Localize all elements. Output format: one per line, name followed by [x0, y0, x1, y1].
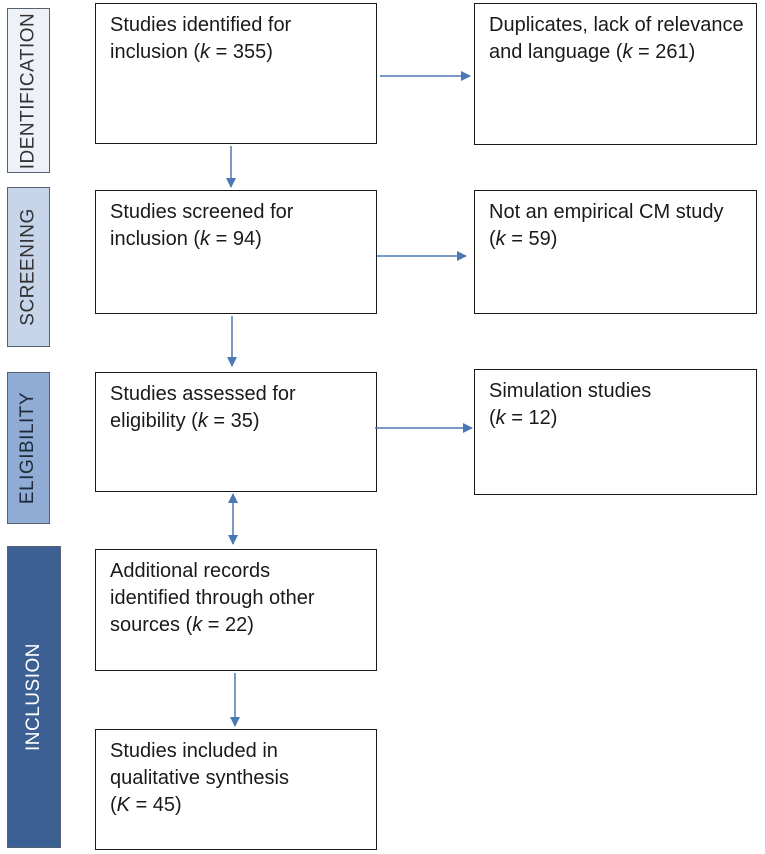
phase-identification: IDENTIFICATION — [7, 8, 50, 173]
box-line: identified through other — [110, 587, 315, 609]
box-simulation-excluded: Simulation studies (k = 12) — [474, 369, 757, 495]
box-line: (k = 12) — [489, 407, 558, 429]
phase-eligibility-label: ELIGIBILITY — [17, 391, 39, 505]
box-line: Simulation studies — [489, 380, 652, 402]
box-studies-included: Studies included in qualitative synthesi… — [95, 729, 377, 850]
box-line: inclusion (k = 355) — [110, 41, 273, 63]
box-line: Duplicates, lack of relevance — [489, 14, 744, 36]
phase-inclusion-label: INCLUSION — [23, 643, 44, 751]
box-studies-identified: Studies identified for inclusion (k = 35… — [95, 3, 377, 144]
box-line: (k = 59) — [489, 228, 558, 250]
box-line: Not an empirical CM study — [489, 201, 724, 223]
phase-eligibility: ELIGIBILITY — [7, 372, 50, 524]
box-line: Studies screened for — [110, 201, 294, 223]
phase-screening: SCREENING — [7, 187, 50, 347]
box-line: Studies identified for — [110, 14, 292, 36]
box-studies-screened: Studies screened for inclusion (k = 94) — [95, 190, 377, 314]
box-duplicates-excluded: Duplicates, lack of relevance and langua… — [474, 3, 757, 145]
box-line: sources (k = 22) — [110, 614, 254, 636]
box-studies-assessed: Studies assessed for eligibility (k = 35… — [95, 372, 377, 492]
phase-identification-label: IDENTIFICATION — [17, 12, 39, 169]
box-line: qualitative synthesis — [110, 767, 289, 789]
box-line: inclusion (k = 94) — [110, 228, 262, 250]
box-additional-records: Additional records identified through ot… — [95, 549, 377, 671]
box-not-empirical-excluded: Not an empirical CM study (k = 59) — [474, 190, 757, 314]
phase-screening-label: SCREENING — [17, 208, 39, 326]
box-line: Studies assessed for — [110, 383, 296, 405]
box-line: Additional records — [110, 560, 271, 582]
phase-inclusion: INCLUSION — [7, 546, 61, 848]
box-line: Studies included in — [110, 740, 278, 762]
box-line: eligibility (k = 35) — [110, 410, 260, 432]
box-line: (K = 45) — [110, 794, 182, 816]
box-line: and language (k = 261) — [489, 41, 696, 63]
